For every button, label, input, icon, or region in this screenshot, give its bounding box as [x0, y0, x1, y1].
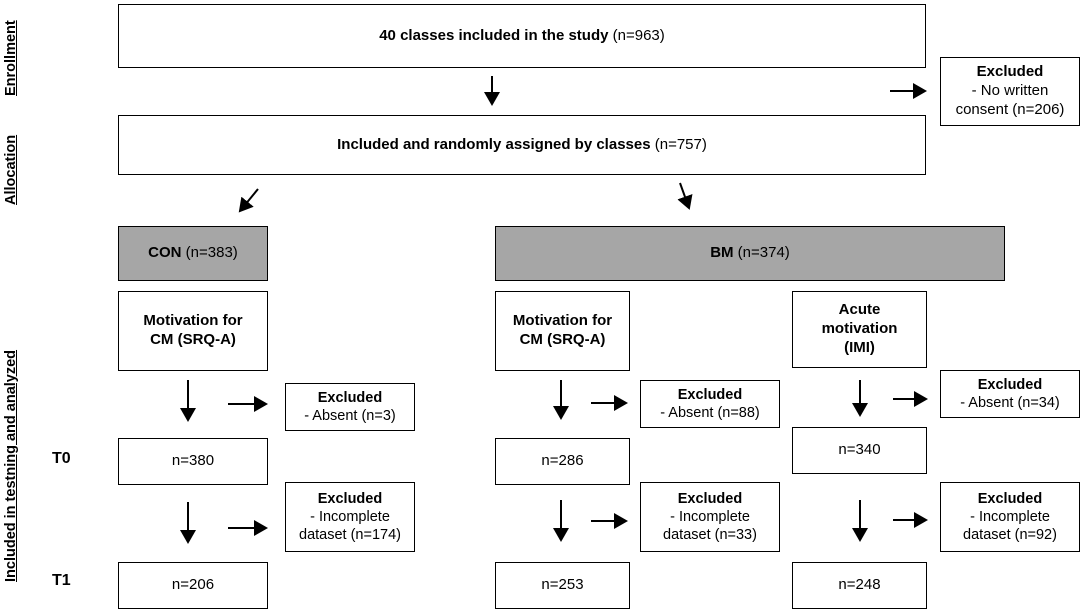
bm-srq-excluded-absent-box: Excluded - Absent (n=88) — [640, 380, 780, 428]
bm-imi-measure-line3: (IMI) — [844, 338, 875, 356]
bm-imi-excluded-incomplete-line2: dataset (n=92) — [963, 527, 1057, 544]
con-count: (n=383) — [181, 244, 238, 262]
bm-imi-excluded-incomplete-title: Excluded — [977, 490, 1043, 507]
con-excluded-incomplete-title: Excluded — [317, 490, 383, 507]
bm-srq-t0-box: n=286 — [495, 438, 630, 485]
con-t1-box: n=206 — [118, 562, 268, 609]
bm-imi-measure-line1: Acute — [838, 301, 881, 319]
arrow-to-bm — [677, 182, 693, 210]
bm-imi-excluded-incomplete-box: Excluded- Incomplete dataset (n=92) — [940, 482, 1080, 552]
enrollment-count: (n=963) — [608, 26, 665, 44]
con-t0-box: n=380 — [118, 438, 268, 485]
con-excluded-absent-title: Excluded — [317, 389, 383, 406]
allocation-box: Included and randomly assigned by classe… — [118, 115, 926, 175]
excluded-consent-title: Excluded — [976, 63, 1044, 81]
bm-imi-t1-box: n=248 — [792, 562, 927, 609]
t0-label: T0 — [52, 450, 71, 467]
con-excluded-incomplete-line1: - Incomplete — [310, 508, 390, 525]
excluded-consent-line2: consent (n=206) — [955, 100, 1065, 118]
bm-srq-excluded-incomplete-box: Excluded- Incomplete dataset (n=33) — [640, 482, 780, 552]
bm-srq-measure-line1: Motivation for — [512, 312, 613, 330]
bm-srq-excluded-incomplete-line2: dataset (n=33) — [663, 527, 757, 544]
bm-imi-excluded-incomplete-line1: - Incomplete — [970, 508, 1050, 525]
bm-srq-t1-box: n=253 — [495, 562, 630, 609]
bm-imi-excluded-absent-box: Excluded - Absent (n=34) — [940, 370, 1080, 418]
enrollment-box: 40 classes included in the study (n=963) — [118, 4, 926, 68]
bm-srq-excluded-incomplete-title: Excluded — [677, 490, 743, 507]
allocation-text: Included and randomly assigned by classe… — [337, 135, 651, 153]
allocation-count: (n=757) — [650, 135, 707, 153]
bm-imi-excluded-absent-detail: - Absent (n=34) — [960, 395, 1060, 411]
bm-srq-excluded-incomplete-line1: - Incomplete — [670, 508, 750, 525]
bm-label: BM — [710, 244, 734, 262]
excluded-consent-line1: - No written — [971, 82, 1049, 100]
bm-imi-measure-line2: motivation — [821, 320, 898, 338]
arrow-to-con — [238, 188, 259, 213]
bm-srq-excluded-absent-detail: - Absent (n=88) — [660, 405, 760, 421]
bm-imi-excluded-absent-title: Excluded — [977, 376, 1043, 393]
t1-label: T1 — [52, 572, 71, 589]
con-group-box: CON (n=383) — [118, 226, 268, 281]
bm-group-box: BM (n=374) — [495, 226, 1005, 281]
excluded-consent-box: Excluded - No written consent (n=206) — [940, 57, 1080, 126]
con-excluded-incomplete-box: Excluded- Incomplete dataset (n=174) — [285, 482, 415, 552]
con-excluded-incomplete-line2: dataset (n=174) — [299, 527, 401, 544]
con-measure-line2: CM (SRQ-A) — [150, 331, 236, 348]
bm-imi-t0-box: n=340 — [792, 427, 927, 474]
bm-srq-measure-line2: CM (SRQ-A) — [519, 331, 606, 348]
bm-count: (n=374) — [733, 244, 790, 262]
con-excluded-absent-box: Excluded - Absent (n=3) — [285, 383, 415, 431]
con-label: CON — [148, 244, 182, 262]
bm-srq-excluded-absent-title: Excluded — [677, 386, 743, 403]
con-measure-line1: Motivation for — [143, 312, 243, 330]
enrollment-text: 40 classes included in the study — [379, 26, 609, 44]
con-excluded-absent-detail: - Absent (n=3) — [304, 408, 396, 424]
